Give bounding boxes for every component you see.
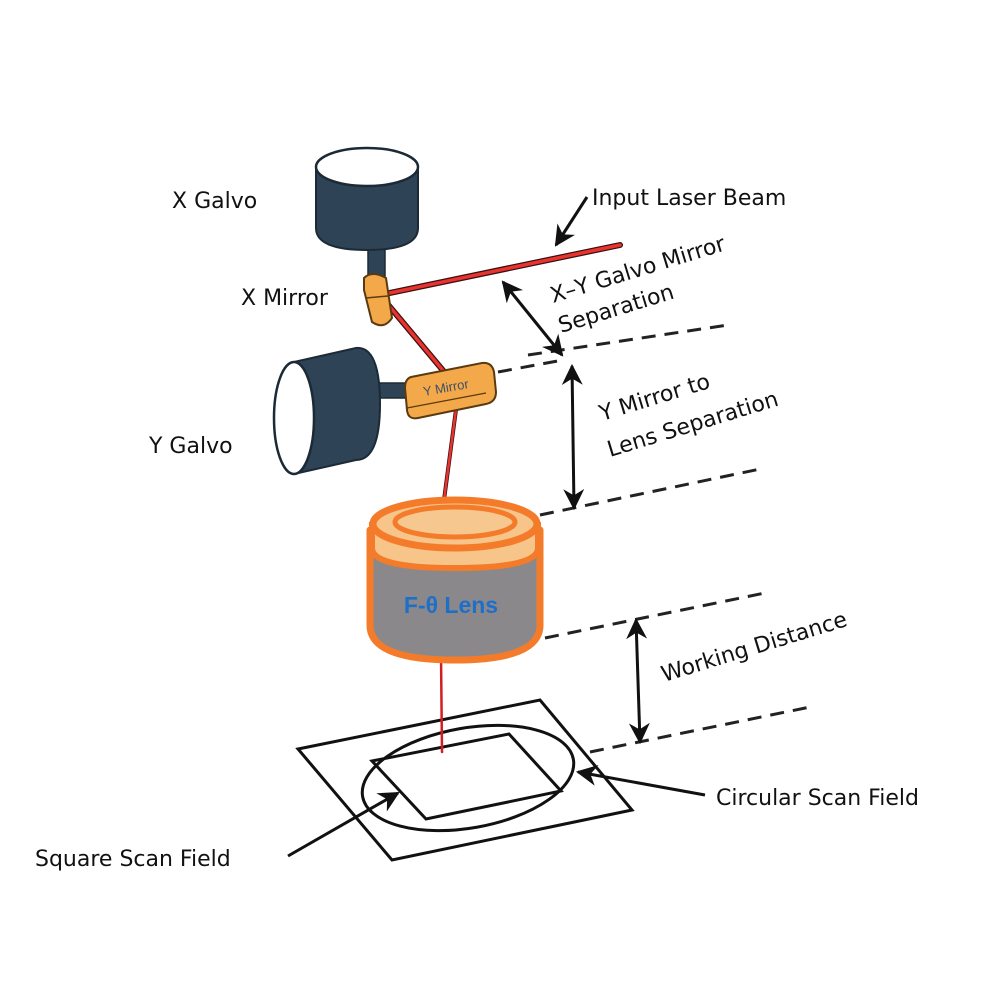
circular-scan-field [360,723,576,833]
square-field-label: Square Scan Field [35,847,231,872]
f-theta-lens: F-θ Lens [366,496,544,664]
dashed-line-work-bottom [589,704,816,754]
work-plane [295,698,635,862]
working-distance-arrow [626,617,650,745]
x-galvo-label: X Galvo [172,189,257,214]
x-mirror-label: X Mirror [241,286,329,311]
work-plate [295,698,635,862]
input-laser-beam [378,243,622,297]
xy-separation-arrow [501,280,564,357]
x-mirror [363,273,394,327]
lens-label: F-θ Lens [404,592,498,618]
working-distance-label: Working Distance [658,607,850,687]
beam-y-to-lens [440,400,459,517]
square-scan-field [369,732,564,821]
dashed-line-lens-top [539,466,766,517]
circular-field-arrow [575,765,706,797]
x-galvo [314,146,420,279]
dashed-line-lens-bottom [544,591,766,640]
y-galvo [272,346,415,476]
beam-lens-to-plane [439,653,444,754]
y-galvo-label: Y Galvo [148,434,233,459]
circular-field-label: Circular Scan Field [716,786,919,811]
input-beam-label: Input Laser Beam [592,186,786,211]
dimension-arrows [287,196,706,858]
y-mirror: Y Mirror [403,361,498,420]
ylens-separation-arrow [561,363,585,511]
dashed-line-ymirror [497,358,564,374]
input-beam-arrow [554,196,589,247]
square-field-arrow [287,791,400,858]
